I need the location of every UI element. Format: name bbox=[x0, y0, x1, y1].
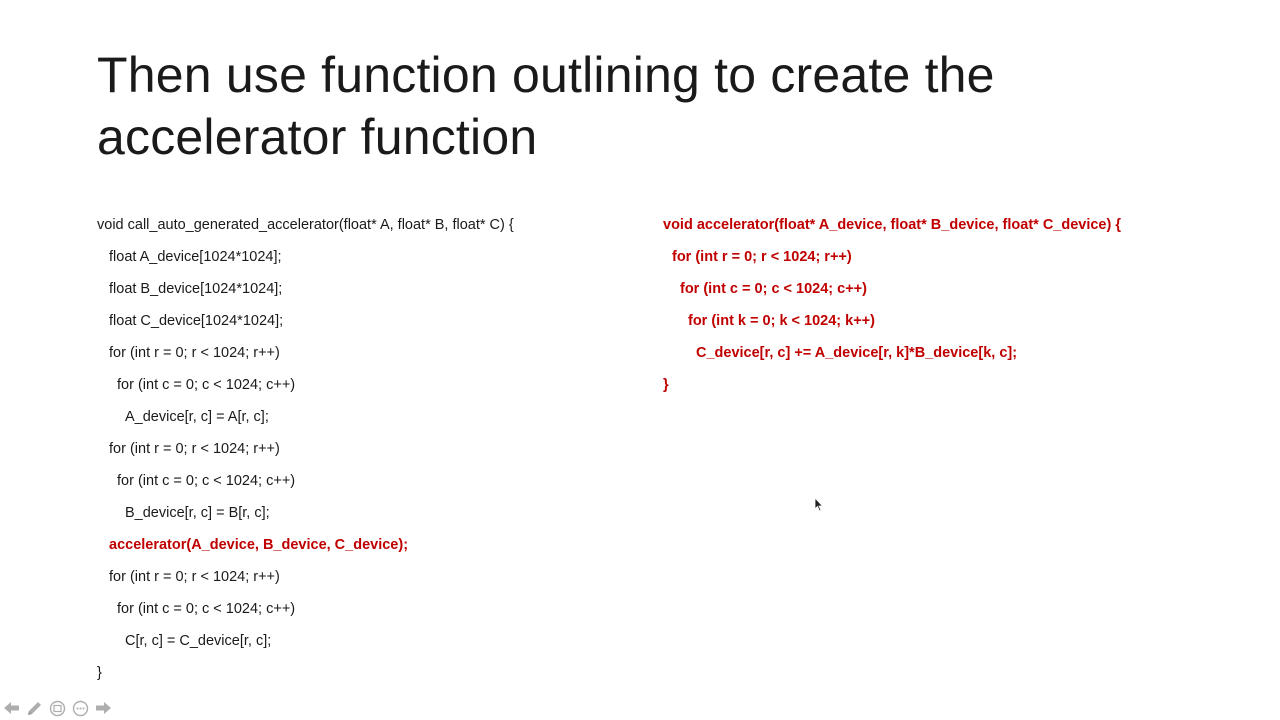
code-line: for (int r = 0; r < 1024; r++) bbox=[109, 569, 280, 585]
code-line: A_device[r, c] = A[r, c]; bbox=[125, 409, 269, 425]
pen-tool-button[interactable] bbox=[25, 699, 44, 718]
code-line: float A_device[1024*1024]; bbox=[109, 249, 282, 265]
next-arrow-icon bbox=[96, 702, 111, 714]
slide-view-icon bbox=[49, 700, 66, 716]
slide-view-button[interactable] bbox=[48, 699, 67, 718]
more-options-button[interactable] bbox=[71, 699, 90, 718]
code-line: for (int r = 0; r < 1024; r++) bbox=[672, 249, 852, 265]
previous-slide-button[interactable] bbox=[2, 699, 21, 718]
code-line: } bbox=[663, 377, 669, 393]
code-line: B_device[r, c] = B[r, c]; bbox=[125, 505, 270, 521]
next-slide-button[interactable] bbox=[94, 699, 113, 718]
code-line: } bbox=[97, 665, 102, 681]
pen-icon bbox=[28, 701, 41, 715]
accelerator-call-line: accelerator(A_device, B_device, C_device… bbox=[109, 537, 409, 553]
slide-title: Then use function outlining to create th… bbox=[97, 47, 995, 165]
code-line: void accelerator(float* A_device, float*… bbox=[663, 217, 1121, 233]
code-line: C[r, c] = C_device[r, c]; bbox=[125, 633, 272, 649]
code-line: for (int c = 0; c < 1024; c++) bbox=[680, 281, 867, 297]
more-options-icon bbox=[72, 700, 89, 716]
left-code-block: void call_auto_generated_accelerator(flo… bbox=[97, 214, 617, 694]
code-line: for (int c = 0; c < 1024; c++) bbox=[117, 473, 296, 489]
code-line: float B_device[1024*1024]; bbox=[109, 281, 283, 297]
code-line: for (int c = 0; c < 1024; c++) bbox=[117, 377, 296, 393]
slideshow-navigation bbox=[2, 698, 113, 718]
right-code-block: void accelerator(float* A_device, float*… bbox=[663, 214, 1223, 406]
code-line: C_device[r, c] += A_device[r, k]*B_devic… bbox=[696, 345, 1018, 361]
code-line: for (int r = 0; r < 1024; r++) bbox=[109, 441, 280, 457]
code-line: for (int r = 0; r < 1024; r++) bbox=[109, 345, 280, 361]
code-line: for (int c = 0; c < 1024; c++) bbox=[117, 601, 296, 617]
previous-arrow-icon bbox=[4, 702, 19, 714]
code-line: for (int k = 0; k < 1024; k++) bbox=[688, 313, 875, 329]
code-line: void call_auto_generated_accelerator(flo… bbox=[97, 217, 514, 233]
mouse-pointer-icon bbox=[814, 497, 824, 512]
code-line: float C_device[1024*1024]; bbox=[109, 313, 284, 329]
